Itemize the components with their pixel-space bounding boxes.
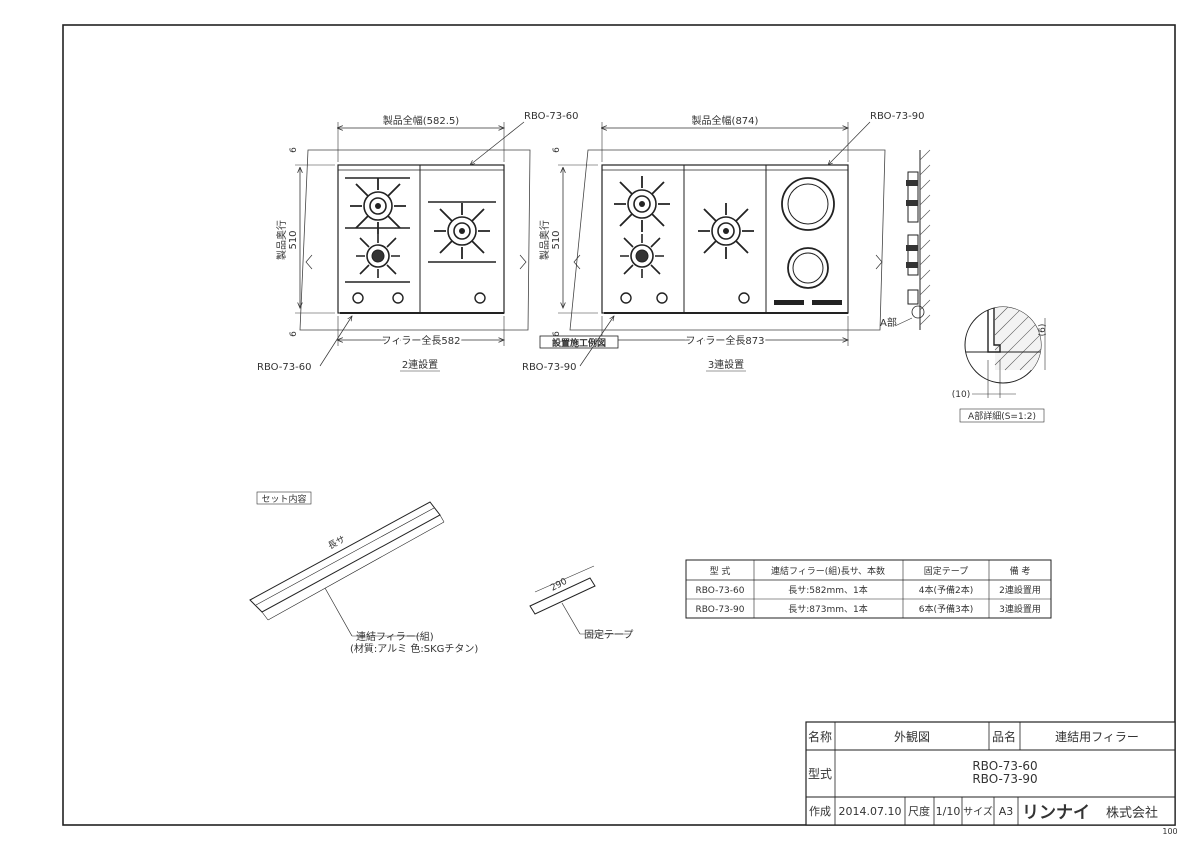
scale-value: 1/10	[936, 805, 961, 818]
company-logo: リンナイ	[1022, 803, 1090, 823]
control-panel	[812, 300, 842, 305]
dim-bottom: 6	[289, 331, 299, 337]
filler-name: 連結フィラー(組)	[356, 630, 434, 643]
table-cell: 4本(予備2本)	[919, 584, 973, 596]
table-cell: 2連設置用	[999, 584, 1041, 596]
table-cell: 3連設置用	[999, 603, 1041, 615]
depth-label: 製品奥行	[538, 220, 551, 260]
model-value: RBO-73-90	[972, 772, 1037, 786]
filler-length-label: フィラー全長582	[382, 334, 461, 347]
set-contents: セット内容 長サ 連結フィラー(組) (材質:アルミ 色:SKGチタン) 290…	[249, 491, 633, 655]
set-contents-title: セット内容	[261, 493, 306, 505]
two-unit-view: 製品全幅(582.5) RBO-73-60 製品奥行 510 6 6 フィラー全…	[257, 111, 578, 373]
scale-label: 尺度	[908, 804, 930, 818]
detail-a-view: (6) (10) A部詳細(S=1:2)	[952, 306, 1048, 423]
width-label: 製品全幅(582.5)	[383, 114, 460, 127]
knob	[738, 292, 750, 304]
side-view: A部	[880, 149, 931, 330]
table-cell: 長サ:873mm、1本	[788, 603, 867, 615]
detail-dim-10: (10)	[952, 390, 970, 400]
name-value: 外観図	[894, 730, 930, 744]
cooktop-body	[337, 164, 505, 314]
view-caption: 3連設置	[708, 358, 744, 371]
table-header: 連結フィラー(組)長サ、本数	[771, 565, 885, 577]
table-cell: 長サ:582mm、1本	[788, 584, 867, 596]
model-callout: RBO-73-90	[870, 111, 924, 122]
product-value: 連結用フィラー	[1055, 730, 1139, 744]
countertop-outline	[569, 149, 886, 331]
filler-spec: (材質:アルミ 色:SKGチタン)	[350, 642, 478, 655]
ih-zone	[781, 177, 835, 231]
knob	[352, 292, 364, 304]
depth-value: 510	[288, 230, 299, 249]
table-cell: 6本(予備3本)	[919, 603, 973, 615]
model-callout: RBO-73-60	[257, 362, 311, 373]
model-callout: RBO-73-90	[522, 362, 576, 373]
name-label: 名称	[808, 729, 832, 744]
dim-bottom: 6	[552, 331, 562, 337]
spec-table: 型 式 連結フィラー(組)長サ、本数 固定テープ 備 考 RBO-73-60 長…	[685, 559, 1052, 619]
depth-label: 製品奥行	[275, 220, 288, 260]
date-value: 2014.07.10	[839, 805, 902, 818]
product-label: 品名	[992, 729, 1016, 744]
corner-mark: 100	[1162, 827, 1177, 836]
model-callout: RBO-73-60	[524, 111, 578, 122]
size-value: A3	[999, 805, 1014, 818]
knob	[392, 292, 404, 304]
model-value: RBO-73-60	[972, 759, 1037, 773]
title-block: 名称 外観図 品名 連結用フィラー 型式 RBO-73-60 RBO-73-90…	[805, 721, 1176, 826]
part-label: A部	[880, 316, 897, 329]
company-suffix: 株式会社	[1106, 805, 1158, 821]
table-header: 型 式	[710, 565, 731, 577]
tape-part	[529, 577, 596, 615]
detail-dim-6: (6)	[1038, 324, 1048, 337]
view-caption: 2連設置	[402, 358, 438, 371]
three-unit-view: 製品全幅(874) RBO-73-90 製品奥行 510 6 6 フィラー全長8…	[522, 111, 924, 373]
depth-value: 510	[551, 230, 562, 249]
table-header: 固定テープ	[924, 565, 968, 577]
sheet-border	[62, 24, 1176, 826]
install-example-label: 設置施工例図	[552, 337, 606, 349]
model-label: 型式	[808, 767, 832, 781]
tape-name: 固定テープ	[584, 628, 633, 641]
size-label: サイズ	[963, 805, 993, 818]
table-cell: RBO-73-90	[695, 605, 744, 615]
ih-zone	[787, 247, 829, 289]
width-label: 製品全幅(874)	[692, 114, 759, 127]
knob	[656, 292, 668, 304]
made-label: 作成	[809, 805, 831, 818]
dim-top: 6	[552, 147, 562, 153]
dim-top: 6	[289, 147, 299, 153]
detail-marker	[911, 305, 925, 319]
detail-caption: A部詳細(S=1:2)	[968, 410, 1036, 422]
control-panel	[774, 300, 804, 305]
knob	[474, 292, 486, 304]
filler-length-label: フィラー全長873	[686, 334, 765, 347]
filler-part	[249, 501, 441, 613]
knob	[620, 292, 632, 304]
table-cell: RBO-73-60	[695, 586, 744, 596]
table-header: 備 考	[1010, 565, 1031, 577]
